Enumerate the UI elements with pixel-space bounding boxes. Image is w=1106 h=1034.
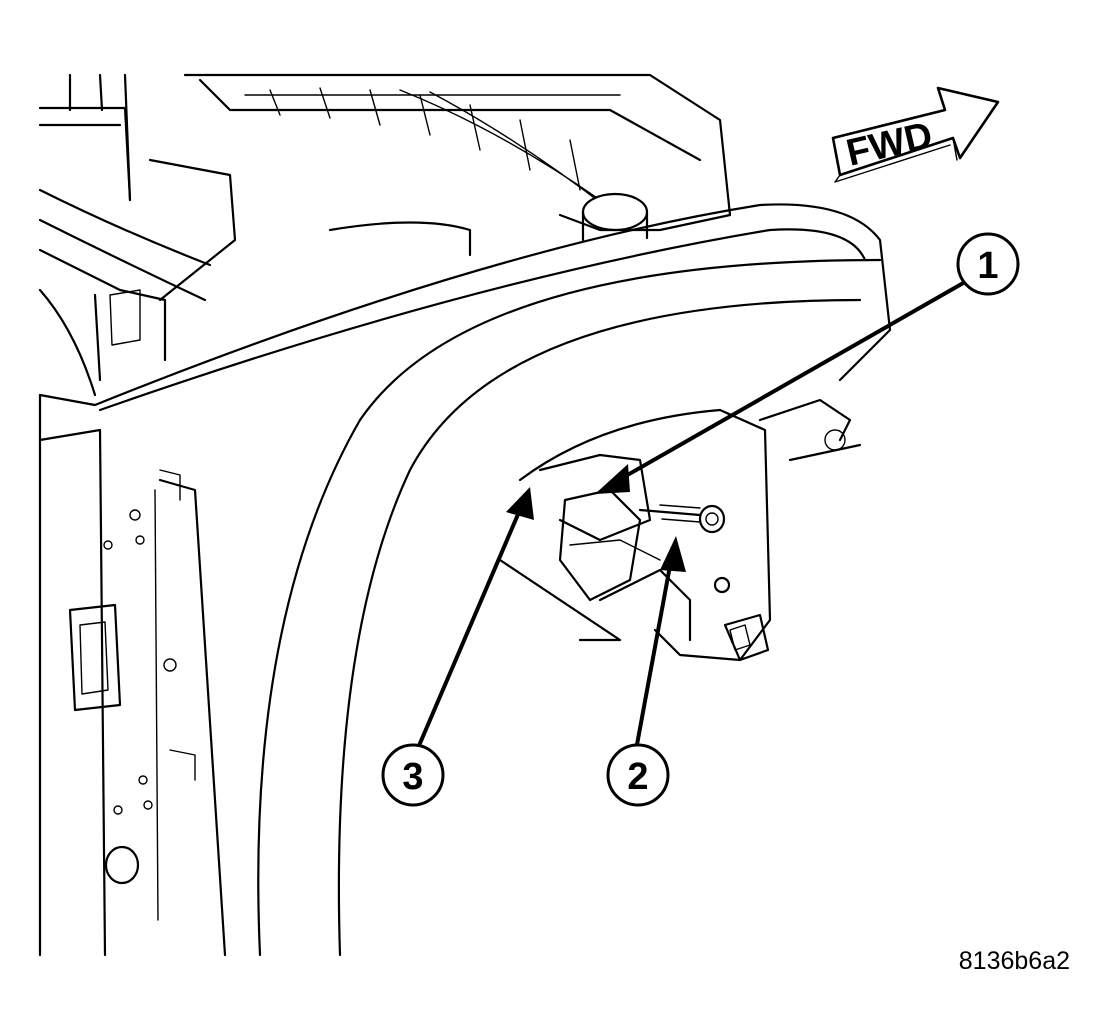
fwd-direction-arrow: FWD [831,86,1000,183]
left-frame-structure [38,73,237,397]
callout-number: 3 [402,756,423,798]
callout-3: 3 [381,743,445,807]
callout-number: 2 [627,756,648,798]
fender-panel [38,203,892,957]
inner-panel-details [68,469,196,885]
callout-number: 1 [977,245,998,287]
figure-id-label: 8136b6a2 [958,947,1070,975]
fwd-label: FWD [843,114,937,174]
hood-latch-bracket-assembly [498,398,862,662]
leader-arrows [416,280,967,752]
callout-2: 2 [606,743,670,807]
callout-1: 1 [956,232,1020,296]
radiator-support [183,73,732,242]
